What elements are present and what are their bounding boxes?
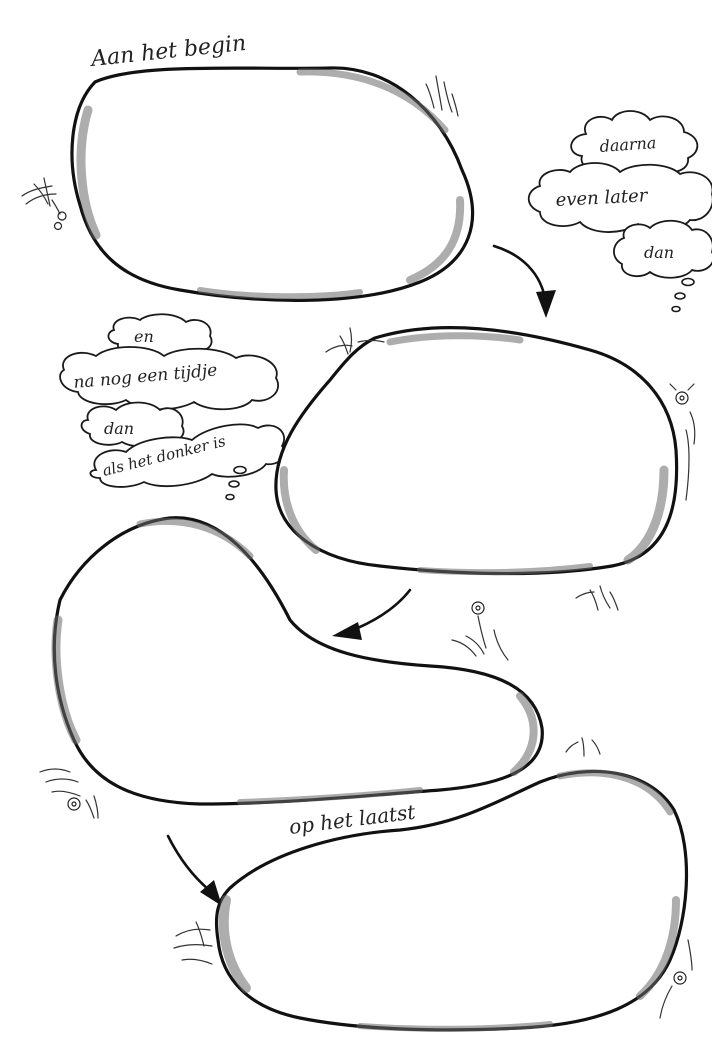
arrow-icon: [168, 836, 222, 906]
grass-tuft-icon: [22, 178, 60, 214]
arrow-icon: [494, 246, 556, 318]
cloud-dan-left-label: dan: [104, 419, 134, 438]
stone-2[interactable]: [276, 328, 677, 574]
grass-tuft-icon: [576, 586, 618, 610]
thought-bubble-icon: [672, 279, 694, 312]
flower-icon: [452, 602, 508, 660]
stone-1-label: Aan het begin: [88, 31, 247, 72]
cloud-dan-right-label: dan: [644, 243, 674, 262]
arrow-icon: [332, 590, 410, 640]
grass-tuft-icon: [426, 76, 458, 116]
flower-icon: [55, 212, 67, 230]
grass-tuft-icon: [40, 769, 80, 796]
cloud-even-later: even later: [529, 163, 712, 232]
cloud-dan-right: dan: [614, 221, 712, 278]
cloud-na-nog-een-tijdje: na nog een tijdje: [60, 347, 278, 409]
grass-tuft-icon: [174, 922, 212, 964]
flower-icon: [68, 796, 98, 818]
cloud-daarna-label: daarna: [599, 133, 657, 156]
stone-1[interactable]: [72, 68, 473, 300]
grass-tuft-icon: [566, 738, 600, 756]
cloud-en-label: en: [134, 327, 154, 346]
stone-4[interactable]: [217, 771, 687, 1029]
